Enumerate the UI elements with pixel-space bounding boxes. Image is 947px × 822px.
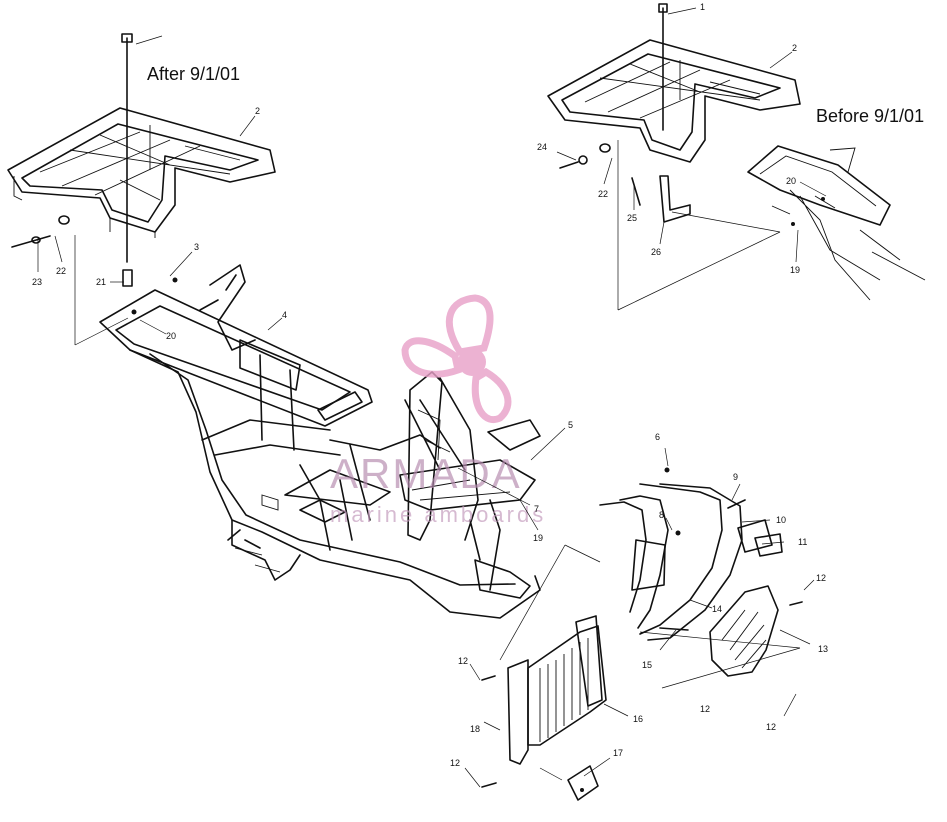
callout-13: 13	[818, 644, 828, 654]
callout-21: 21	[96, 277, 106, 287]
propeller-icon	[401, 294, 512, 423]
callout-2-before: 2	[792, 43, 797, 53]
callout-11: 11	[798, 537, 807, 547]
front-bumper	[599, 467, 783, 641]
callout-16: 16	[633, 714, 643, 724]
callout-4: 4	[282, 310, 287, 320]
callout-3: 3	[194, 242, 199, 252]
before-label: Before 9/1/01	[816, 106, 924, 126]
watermark: ARMADA marine amboards	[330, 294, 546, 527]
rear-rack-before	[547, 3, 926, 311]
callout-6: 6	[655, 432, 660, 442]
callout-12-bottom: 12	[700, 704, 710, 714]
callout-23: 23	[32, 277, 42, 287]
callout-12-right: 12	[816, 573, 826, 583]
callout-12-radiator-bottom: 12	[450, 758, 460, 768]
callout-20-before: 20	[786, 176, 796, 186]
callout-2-after: 2	[255, 106, 260, 116]
skid-plate	[639, 585, 803, 689]
radiator	[481, 544, 607, 801]
callout-14: 14	[712, 604, 722, 614]
callouts: 1 2 2 3 4 5 6 7 8 9 10 11 12 12 12 12 12…	[32, 2, 828, 768]
callout-8: 8	[659, 510, 664, 520]
callout-17: 17	[613, 748, 623, 758]
after-label: After 9/1/01	[147, 64, 240, 84]
callout-20-main: 20	[166, 331, 176, 341]
callout-1: 1	[700, 2, 705, 12]
callout-leaders	[37, 7, 827, 788]
callout-25: 25	[627, 213, 637, 223]
callout-24: 24	[537, 142, 547, 152]
callout-19-main: 19	[533, 533, 543, 543]
rear-rack-after	[7, 33, 276, 346]
callout-12-corner: 12	[766, 722, 776, 732]
callout-7: 7	[534, 504, 539, 514]
callout-5: 5	[568, 420, 573, 430]
callout-10: 10	[776, 515, 786, 525]
watermark-title: ARMADA	[330, 450, 522, 497]
callout-19-before: 19	[790, 265, 800, 275]
callout-12-radiator-top: 12	[458, 656, 468, 666]
watermark-subtitle: marine amboards	[330, 502, 546, 527]
callout-22-after: 22	[56, 266, 66, 276]
main-frame	[99, 264, 541, 619]
callout-22-before: 22	[598, 189, 608, 199]
callout-18: 18	[470, 724, 480, 734]
callout-15: 15	[642, 660, 652, 670]
callout-26: 26	[651, 247, 661, 257]
callout-9: 9	[733, 472, 738, 482]
